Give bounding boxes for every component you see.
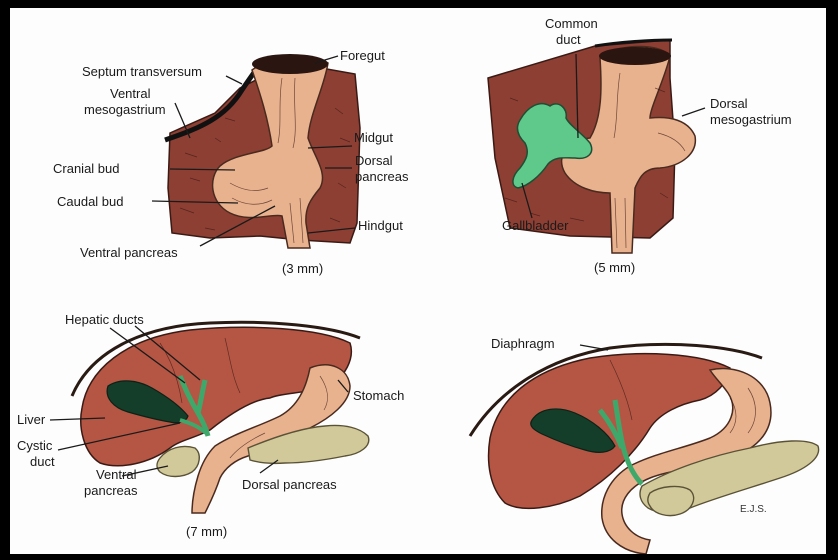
label-ventral-pancreas: Ventral pancreas [80,245,178,260]
label-ventral-mesogastrium-1: Ventral [110,86,151,101]
panel-later-stage: Diaphragm E.J.S. [470,336,819,554]
stage-label-3mm: (3 mm) [282,261,323,276]
stage-label-5mm: (5 mm) [594,260,635,275]
pancreas-development-diagram: Foregut Septum transversum Ventral mesog… [10,8,826,554]
artist-initials: E.J.S. [740,504,767,515]
figure-frame: Foregut Septum transversum Ventral mesog… [10,8,826,554]
label-ventral-mesogastrium-2: mesogastrium [84,102,166,117]
panel-7mm: Hepatic ducts Stomach Liver Cystic duct … [17,312,404,539]
panel-3mm: Foregut Septum transversum Ventral mesog… [53,48,409,276]
label-midgut: Midgut [354,130,393,145]
label-ventral-pancreas-1: Ventral [96,467,137,482]
label-liver: Liver [17,412,46,427]
label-ventral-pancreas-2: pancreas [84,483,138,498]
leader-diaphragm [580,345,608,350]
label-dorsal-mesogastrium-1: Dorsal [710,96,748,111]
label-common-duct-1: Common [545,16,598,31]
label-cranial-bud: Cranial bud [53,161,120,176]
panel-5mm: Common duct Dorsal mesogastrium Gallblad… [488,16,792,275]
label-dorsal-pancreas-2: pancreas [355,169,409,184]
label-diaphragm: Diaphragm [491,336,555,351]
label-cystic-duct-2: duct [30,454,55,469]
label-septum-transversum: Septum transversum [82,64,202,79]
leader-dorsal-mesogastrium [682,108,705,116]
label-cystic-duct-1: Cystic [17,438,53,453]
leader-septum [226,76,242,84]
label-foregut: Foregut [340,48,385,63]
label-dorsal-pancreas: Dorsal pancreas [242,477,337,492]
gut-lumen [599,47,671,65]
label-dorsal-mesogastrium-2: mesogastrium [710,112,792,127]
label-common-duct-2: duct [556,32,581,47]
label-dorsal-pancreas-1: Dorsal [355,153,393,168]
stage-label-7mm: (7 mm) [186,524,227,539]
label-hepatic-ducts: Hepatic ducts [65,312,144,327]
label-gallbladder: Gallbladder [502,218,569,233]
label-hindgut: Hindgut [358,218,403,233]
pancreas-head-shape [648,486,694,515]
label-stomach: Stomach [353,388,404,403]
label-caudal-bud: Caudal bud [57,194,124,209]
foregut-lumen [252,54,328,74]
